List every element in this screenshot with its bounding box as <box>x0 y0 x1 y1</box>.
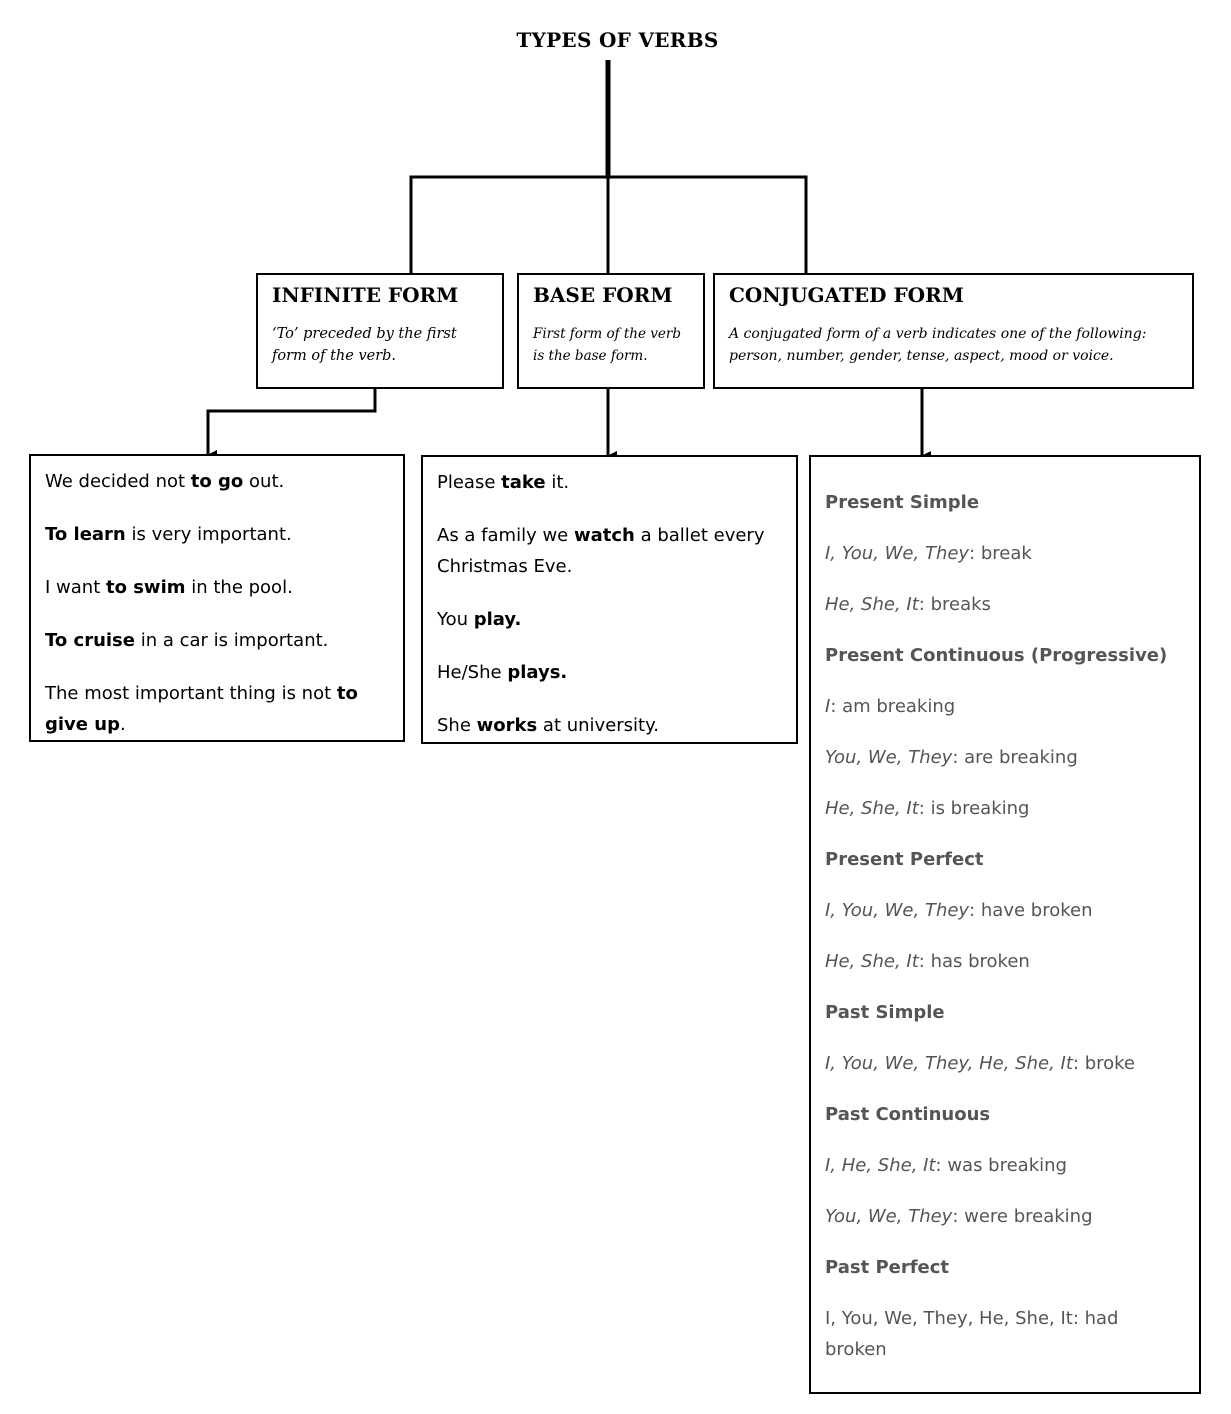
base-example: He/She plays. <box>437 657 782 688</box>
example-text: I want <box>45 577 106 598</box>
pronouns: You, We, They <box>825 747 953 768</box>
conjugation-form: I, You, We, They, He, She, It: broke <box>825 1048 1185 1079</box>
base-example: You play. <box>437 604 782 635</box>
pronouns: I, You, We, They <box>825 900 970 921</box>
example-text: As a family we <box>437 525 574 546</box>
conjugation-form: You, We, They: were breaking <box>825 1201 1185 1232</box>
infinite-example: We decided not to go out. <box>45 466 389 497</box>
pronouns: He, She, It <box>825 594 919 615</box>
conjugation-form: He, She, It: has broken <box>825 946 1185 977</box>
tense-heading: Present Simple <box>825 492 980 513</box>
example-text: He/She <box>437 662 508 683</box>
verb-form: : was breaking <box>935 1155 1067 1176</box>
tense-heading: Past Continuous <box>825 1104 991 1125</box>
example-text: in a car is important. <box>134 630 329 651</box>
conjugation-form: I, You, We, They: have broken <box>825 895 1185 926</box>
example-verb: to give up <box>45 683 358 735</box>
base-example: She works at university. <box>437 710 782 741</box>
conjugated-desc-line: A conjugated form of a verb indicates on… <box>729 326 1147 342</box>
example-text: You <box>437 609 474 630</box>
example-verb: take <box>501 472 546 493</box>
verb-form: I, You, We, They, He, She, It: had broke… <box>825 1308 1119 1360</box>
conjugated-form-title: CONJUGATED FORM <box>729 283 964 307</box>
example-text: She <box>437 715 477 736</box>
conjugated-desc-line: person, number, gender, tense, aspect, m… <box>729 348 1114 364</box>
infinite-form-description: ‘To’ preceded by the first form of the v… <box>272 323 488 367</box>
verb-form: : break <box>969 543 1032 564</box>
base-example: As a family we watch a ballet every Chri… <box>437 520 782 582</box>
example-verb: plays. <box>507 662 568 683</box>
infinite-desc-line: ‘To’ preceded by the first <box>272 326 457 342</box>
arrow-infinite <box>206 388 377 460</box>
conjugation-form: I, He, She, It: was breaking <box>825 1150 1185 1181</box>
example-text: We decided not <box>45 471 191 492</box>
base-examples-box: Please take it. As a family we watch a ba… <box>421 455 798 744</box>
infinite-form-title: INFINITE FORM <box>272 283 459 307</box>
pronouns: He, She, It <box>825 951 919 972</box>
pronouns: You, We, They <box>825 1206 953 1227</box>
infinite-example: To cruise in a car is important. <box>45 625 389 656</box>
infinite-desc-line: form of the verb. <box>272 348 397 364</box>
example-verb: to swim <box>105 577 186 598</box>
example-text: in the pool. <box>185 577 293 598</box>
verb-form: : broke <box>1072 1053 1135 1074</box>
example-text: at university. <box>537 715 659 736</box>
conjugation-form: I: am breaking <box>825 691 1185 722</box>
base-desc-line: is the base form. <box>533 348 648 364</box>
infinite-form-box: INFINITE FORM ‘To’ preceded by the first… <box>256 273 504 389</box>
example-text: a ballet every Christmas Eve. <box>437 525 765 577</box>
conjugation-form: I, You, We, They: break <box>825 538 1185 569</box>
verb-form: : breaks <box>918 594 991 615</box>
infinite-example: I want to swim in the pool. <box>45 572 389 603</box>
tense-heading: Present Continuous (Progressive) <box>825 645 1168 666</box>
conjugated-form-box: CONJUGATED FORM A conjugated form of a v… <box>713 273 1194 389</box>
example-text: The most important thing is not <box>45 683 337 704</box>
verb-form: : have broken <box>969 900 1093 921</box>
tense-heading: Past Simple <box>825 1002 945 1023</box>
example-verb: to go <box>190 471 244 492</box>
pronouns: He, She, It <box>825 798 919 819</box>
example-text: . <box>119 714 126 735</box>
infinite-examples-box: We decided not to go out. To learn is ver… <box>29 454 405 742</box>
base-desc-line: First form of the verb <box>533 326 681 342</box>
example-verb: play. <box>473 609 522 630</box>
verb-form: : were breaking <box>952 1206 1093 1227</box>
conjugation-form: I, You, We, They, He, She, It: had broke… <box>825 1303 1185 1365</box>
conjugated-form-description: A conjugated form of a verb indicates on… <box>729 323 1178 367</box>
base-form-title: BASE FORM <box>533 283 673 307</box>
pronouns: I <box>825 696 831 717</box>
verb-form: : am breaking <box>830 696 956 717</box>
example-verb: works <box>476 715 538 736</box>
tense-heading: Present Perfect <box>825 849 984 870</box>
pronouns: I, He, She, It <box>825 1155 936 1176</box>
tense-heading: Past Perfect <box>825 1257 950 1278</box>
diagram-title: TYPES OF VERBS <box>516 28 719 52</box>
example-text: out. <box>243 471 285 492</box>
infinite-example: To learn is very important. <box>45 519 389 550</box>
base-form-description: First form of the verb is the base form. <box>533 323 689 367</box>
base-example: Please take it. <box>437 467 782 498</box>
pronouns: I, You, We, They, He, She, It <box>825 1053 1073 1074</box>
example-verb: To cruise <box>45 630 135 651</box>
base-form-box: BASE FORM First form of the verb is the … <box>517 273 705 389</box>
example-text: Please <box>437 472 502 493</box>
conjugation-form: He, She, It: is breaking <box>825 793 1185 824</box>
verb-form: : has broken <box>918 951 1030 972</box>
pronouns: I, You, We, They <box>825 543 970 564</box>
conjugation-form: He, She, It: breaks <box>825 589 1185 620</box>
example-verb: To learn <box>45 524 126 545</box>
conjugation-form: You, We, They: are breaking <box>825 742 1185 773</box>
verb-form: : is breaking <box>918 798 1030 819</box>
example-text: is very important. <box>125 524 292 545</box>
example-text: it. <box>545 472 570 493</box>
verb-form: : are breaking <box>952 747 1078 768</box>
example-verb: watch <box>573 525 635 546</box>
infinite-example: The most important thing is not to give … <box>45 678 389 740</box>
